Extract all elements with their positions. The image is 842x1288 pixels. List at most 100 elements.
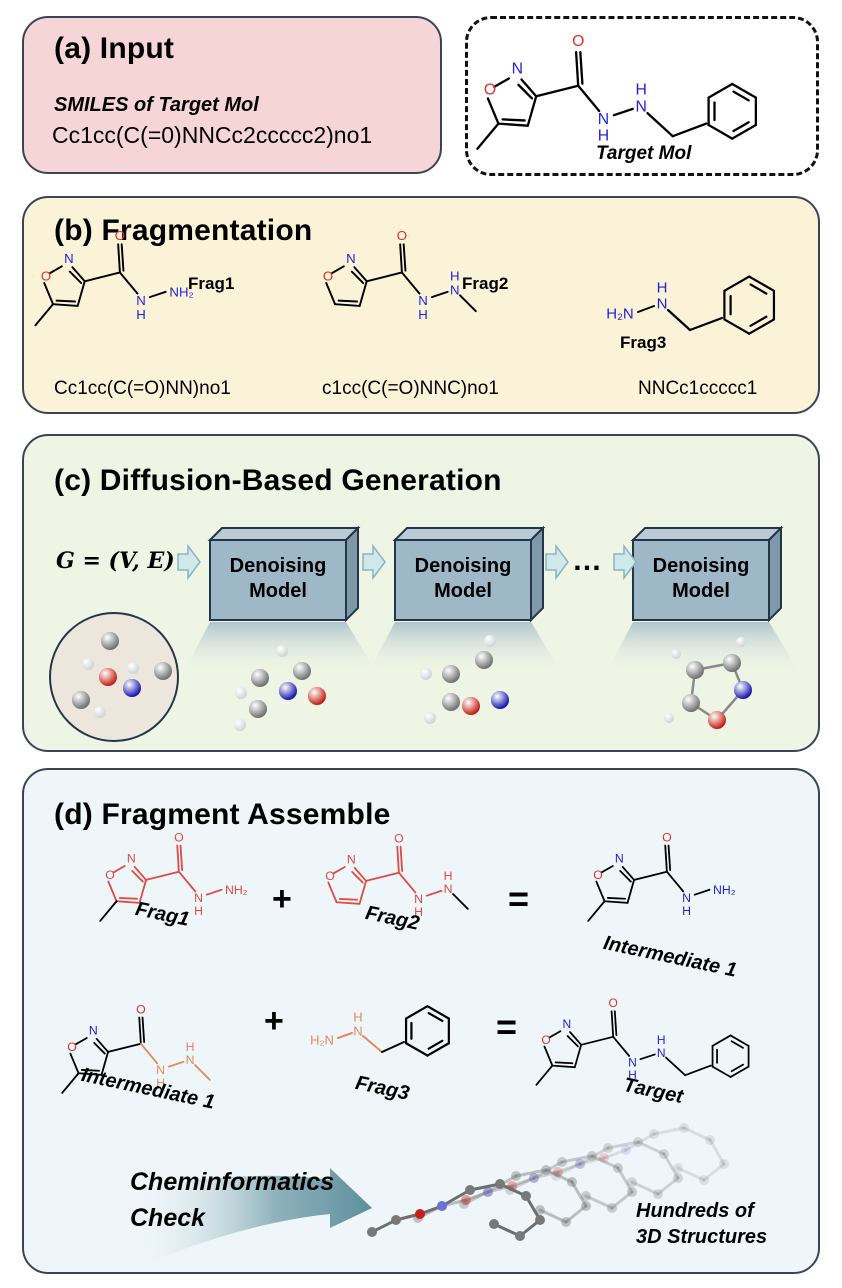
atom-sphere <box>391 1215 401 1225</box>
bond <box>732 121 750 133</box>
bond <box>493 77 511 89</box>
bond <box>52 303 79 307</box>
atom-label: N <box>512 61 523 78</box>
bond <box>711 1034 732 1047</box>
bond <box>574 51 580 87</box>
bond <box>425 889 443 897</box>
atom-sphere-shade <box>442 665 460 683</box>
atom-sphere <box>627 1187 637 1197</box>
atom-label: O <box>484 82 496 99</box>
bond <box>723 275 751 292</box>
atom-label: N <box>136 293 146 308</box>
bond <box>365 271 403 283</box>
bond <box>665 870 685 893</box>
bond <box>684 1064 712 1077</box>
model-line1: Denoising <box>414 555 512 577</box>
target-mol-label: Target Mol <box>596 143 692 164</box>
bond <box>543 1045 554 1067</box>
atom-sphere <box>495 1179 505 1189</box>
bond <box>350 270 365 285</box>
bond <box>353 266 368 283</box>
bond <box>381 1041 405 1053</box>
atom-sphere-shade <box>442 693 460 711</box>
atom-sphere-shade <box>734 681 752 699</box>
atom-sphere-shade <box>420 668 432 680</box>
atom-sphere <box>535 1215 545 1225</box>
atom-label: O <box>136 1002 146 1016</box>
atom-label: N <box>636 98 647 115</box>
atom-sphere-shade <box>293 662 311 680</box>
atom-label: H <box>156 1076 165 1090</box>
cheminformatics-check <box>130 1168 372 1262</box>
row2-plus: + <box>264 1002 284 1040</box>
bond <box>430 290 449 299</box>
atom-sphere-shade <box>249 700 267 718</box>
bond <box>145 870 180 881</box>
atom-sphere-shade <box>234 719 246 731</box>
bond <box>564 1204 588 1224</box>
atom-sphere-shade <box>682 694 700 712</box>
atom-label: H₂N <box>310 1033 334 1048</box>
atom-label: N <box>657 296 668 313</box>
box-front <box>632 539 770 621</box>
panel-c-title: (c) Diffusion-Based Generation <box>54 464 502 497</box>
bond <box>497 122 529 127</box>
atom-label: N <box>347 853 356 867</box>
atom-sphere <box>553 1167 563 1177</box>
atom-label: H <box>682 904 691 918</box>
box-top <box>630 527 784 541</box>
bond <box>535 84 580 98</box>
bond <box>358 880 367 905</box>
bond <box>107 880 118 903</box>
bond <box>55 299 77 303</box>
frag1-smiles: Cc1cc(C(=O)NN)no1 <box>54 378 231 399</box>
bond <box>112 865 126 874</box>
bond <box>353 866 367 882</box>
bond <box>138 879 147 904</box>
bond <box>612 107 634 117</box>
atom-label: NH₂ <box>713 883 736 897</box>
atom-label: N <box>156 1063 165 1077</box>
atom-label: O <box>609 996 618 1010</box>
arrow-right-icon <box>545 543 569 581</box>
atom-label: O <box>41 269 51 284</box>
atom-label: H <box>628 1068 637 1082</box>
bond <box>600 865 614 874</box>
bond <box>514 1168 548 1178</box>
bond <box>729 1034 750 1047</box>
diffusion-pipeline <box>49 525 801 742</box>
atom-label: N <box>89 1024 98 1038</box>
box-top <box>392 527 546 541</box>
frag1-label: Frag1 <box>188 274 235 293</box>
bond <box>560 1154 594 1164</box>
projection-beam <box>605 622 801 675</box>
atom-label: N <box>64 251 74 266</box>
atom-sphere <box>603 1143 613 1153</box>
bond <box>34 303 55 327</box>
structures-label: 3D Structures <box>636 1226 768 1248</box>
bond <box>468 1182 502 1192</box>
model-line2: Model <box>672 580 730 602</box>
bond <box>118 897 138 900</box>
bond <box>621 865 635 881</box>
panel-d-title: (d) Fragment Assemble <box>54 798 391 831</box>
3d-structures-ensemble <box>367 1123 729 1241</box>
bond <box>99 900 118 922</box>
atom-label: N <box>346 251 356 266</box>
bond <box>665 1056 687 1077</box>
bond <box>452 893 469 910</box>
bond <box>535 1064 554 1086</box>
frag2-smiles: c1cc(C(=O)NNC)no1 <box>322 378 499 399</box>
atom-sphere <box>581 1201 591 1211</box>
atom-sphere-shade <box>276 645 288 657</box>
bond <box>76 280 86 307</box>
target-smiles: Cc1cc(C(=0)NNCc2ccccc2)no1 <box>52 122 373 148</box>
arrow-right-icon <box>177 543 201 581</box>
atom-sphere <box>535 1205 545 1215</box>
bond <box>556 1162 582 1174</box>
atom-label: N <box>615 852 624 866</box>
row1-equals: = <box>508 878 530 919</box>
